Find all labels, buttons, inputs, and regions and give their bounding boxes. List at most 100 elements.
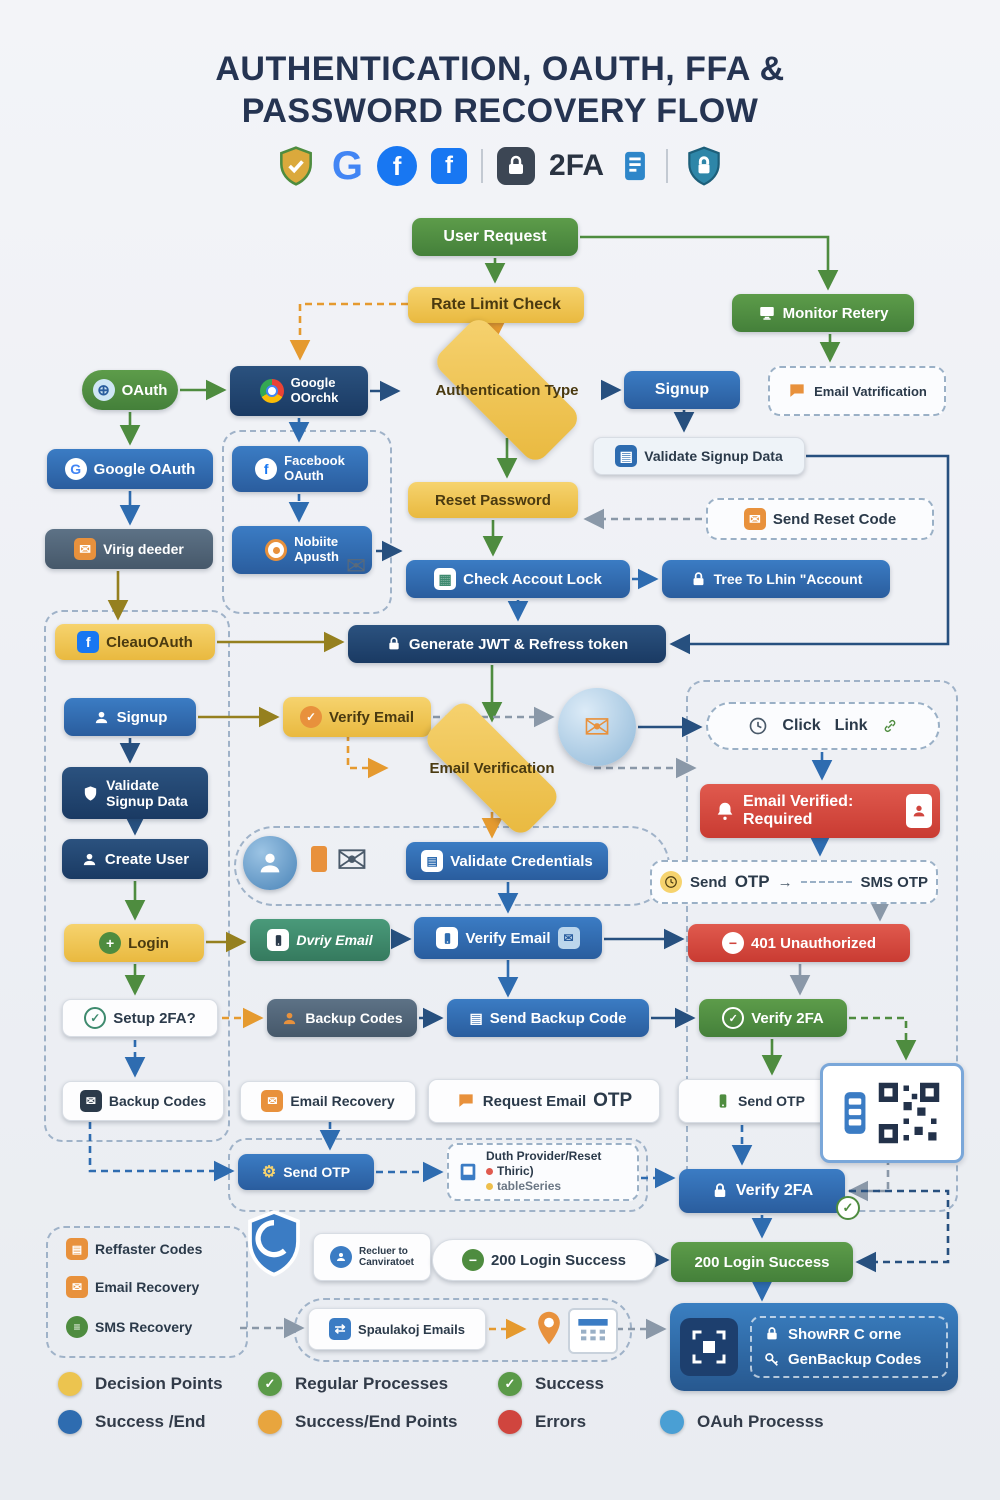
node-401-unauthorized: − 401 Unauthorized (688, 924, 910, 962)
legend-decision-points: Decision Points (58, 1372, 223, 1396)
node-label: Click (782, 717, 821, 734)
clock-icon (748, 716, 768, 736)
legend-dot (660, 1410, 684, 1434)
node-label: Email Verification (429, 759, 555, 777)
google-icon: G (64, 458, 87, 480)
facebook-square-icon: f (431, 148, 468, 184)
legend-dot (58, 1410, 82, 1434)
bell-icon (714, 800, 736, 822)
legend-label: Decision Points (95, 1374, 223, 1393)
node-label: Signup (654, 381, 710, 398)
person-icon (329, 1246, 352, 1268)
divider (666, 149, 669, 183)
node-label: Apusth (294, 549, 339, 564)
legend-dot (498, 1410, 522, 1434)
node-label: Setup 2FA? (113, 1009, 196, 1027)
lock-icon (711, 1182, 729, 1200)
chrome-icon (259, 379, 284, 403)
node-label: Virig deeder (103, 541, 184, 557)
user-avatar-icon (243, 836, 297, 890)
qr-code-icon (876, 1080, 942, 1146)
mail-icon: ✉ (66, 1276, 88, 1298)
person-icon (81, 851, 98, 868)
node-label: Duth Provider/Reset (486, 1149, 602, 1164)
mail-badge-icon: ✉ (557, 927, 580, 949)
header-icon-row: G f f 2FA (0, 142, 1000, 190)
node-dvriy-email: Dvriy Email (250, 919, 390, 961)
card-icon: ▤ (421, 850, 444, 872)
node-label: SMS Recovery (95, 1319, 193, 1335)
node-label: OOrchk (290, 390, 339, 405)
node-label: OAuth (284, 468, 324, 483)
node-label: Send OTP (738, 1093, 805, 1109)
mail-icon: ✉ (743, 508, 766, 530)
node-label: OTP (734, 872, 770, 891)
legend-label: OAuh Processs (697, 1412, 824, 1431)
mail-settings-icon: ✉ (346, 553, 367, 580)
node-verify-email-yellow: ✓ Verify Email (283, 697, 431, 737)
node-cleau-oauth: f CleauOAuth (55, 624, 215, 660)
node-label: Validate (106, 776, 160, 793)
device-icon (436, 927, 459, 949)
node-label: Email Recovery (290, 1093, 395, 1109)
node-user-request: User Request (412, 218, 578, 256)
lines-icon: ▤ (469, 1009, 483, 1026)
divider (481, 149, 484, 183)
node-200-login-success-green: 200 Login Success (671, 1242, 853, 1282)
node-validate-credentials: ▤ Validate Credentials (406, 842, 608, 880)
google-g-icon: G (331, 143, 364, 188)
check-circle-icon: ✓ (84, 1007, 107, 1029)
node-label: 200 Login Success (490, 1251, 627, 1269)
node-click-link: Click Link (706, 702, 940, 750)
twofa-label: 2FA (549, 149, 605, 182)
node-send-otp-white: Send OTP (678, 1079, 842, 1123)
node-200-login-success-white: − 200 Login Success (432, 1239, 656, 1281)
legend-success-end-points: Success/End Points (258, 1410, 458, 1434)
node-email-recovery-bottom: ✉ Email Recovery (58, 1270, 240, 1304)
qr-device-panel (820, 1063, 964, 1163)
node-label: CleauOAuth (106, 633, 193, 651)
legend-label: Success /End (95, 1412, 206, 1431)
node-label: Verify 2FA (751, 1009, 824, 1027)
node-tree-to-lhin-account: Tree To Lhin "Account (662, 560, 890, 598)
node-label: Verify 2FA (735, 1182, 814, 1199)
person-icon (93, 709, 110, 726)
email-swirl-icon: ✉ (558, 688, 636, 766)
location-pin-icon (536, 1310, 562, 1346)
node-email-vatrification: Email Vatrification (768, 366, 946, 416)
node-label: Recluer to (358, 1245, 408, 1257)
node-generate-jwt: Generate JWT & Refress token (348, 625, 666, 663)
legend-errors: Errors (498, 1410, 586, 1434)
twofa-lock-icon (497, 147, 536, 185)
node-email-recovery-mid: ✉ Email Recovery (240, 1081, 416, 1121)
node-label: Request Email (482, 1092, 587, 1110)
node-label: GenBackup Codes (788, 1351, 922, 1368)
check-badge-icon: ✓ (722, 1007, 745, 1029)
node-label: Backup Codes (108, 1093, 207, 1109)
node-label: Canviratoet (358, 1257, 414, 1268)
node-label: Email Verified: (743, 792, 854, 810)
node-label: OTP (593, 1090, 633, 1111)
mail-icon: ✉ (74, 538, 97, 560)
legend-regular-processes: ✓ Regular Processes (258, 1372, 448, 1396)
node-request-email-otp: Request Email OTP (428, 1079, 660, 1123)
node-send-otp-sms: Send OTP → SMS OTP (650, 860, 938, 904)
shield-icon (82, 785, 99, 802)
node-label: Nobiite (294, 534, 339, 550)
decision-authentication-type: Authentication Type (402, 314, 612, 466)
phone-list-icon (618, 144, 652, 188)
oauth-flow-container (44, 610, 230, 1142)
node-label: Create User (104, 850, 190, 868)
lock-icon (764, 1326, 780, 1342)
key-icon (764, 1352, 780, 1368)
node-label: Spaulakoj Emails (358, 1321, 465, 1337)
monitor-icon (758, 304, 776, 322)
node-duth-provider: Duth Provider/Reset Thiric) tableSeries (447, 1143, 639, 1201)
shield-security-icon (242, 1208, 306, 1280)
success-icon: − (461, 1249, 484, 1271)
shield-lock-icon (682, 142, 726, 190)
legend-success: ✓ Success (498, 1372, 604, 1396)
shield-badge-icon (274, 142, 318, 190)
